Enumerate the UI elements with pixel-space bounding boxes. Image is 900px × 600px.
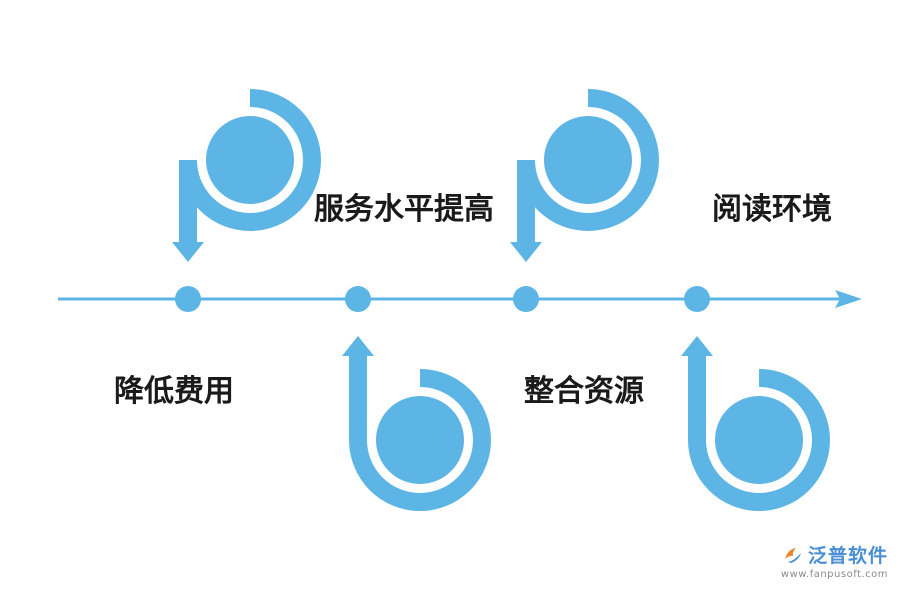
b-inner-disc <box>715 396 803 484</box>
watermark-url: www.fanpusoft.com <box>780 569 888 580</box>
watermark: 泛普软件 www.fanpusoft.com <box>781 541 888 580</box>
node-label-reading-environment: 阅读环境 <box>712 192 832 227</box>
node-label-service-level: 服务水平提高 <box>314 192 494 227</box>
timeline-dot <box>513 286 539 312</box>
b-loop-arrow-up-icon <box>688 353 830 511</box>
watermark-brand: 泛普软件 <box>781 541 888 568</box>
arrow-down-icon <box>172 242 204 262</box>
watermark-brand-text: 泛普软件 <box>807 545 888 567</box>
arrow-up-icon <box>342 336 374 356</box>
p-loop-arrow-down-icon <box>179 89 321 245</box>
timeline-node-3 <box>510 89 659 312</box>
timeline-node-2 <box>342 286 491 511</box>
fanpu-logo-icon <box>784 547 801 563</box>
b-inner-disc <box>376 396 464 484</box>
p-inner-disc <box>206 116 294 204</box>
b-loop-arrow-up-icon <box>349 353 491 511</box>
timeline-dot <box>345 286 371 312</box>
p-loop-arrow-down-icon <box>517 89 659 245</box>
timeline-node-4 <box>681 286 830 511</box>
node-label-integrate-resources: 整合资源 <box>524 374 644 409</box>
timeline-dot <box>175 286 201 312</box>
timeline-arrowhead <box>835 290 862 308</box>
p-inner-disc <box>544 116 632 204</box>
arrow-up-icon <box>681 336 713 356</box>
timeline-dot <box>684 286 710 312</box>
node-label-reduce-cost: 降低费用 <box>114 374 234 409</box>
timeline-node-1 <box>172 89 321 312</box>
arrow-down-icon <box>510 242 542 262</box>
